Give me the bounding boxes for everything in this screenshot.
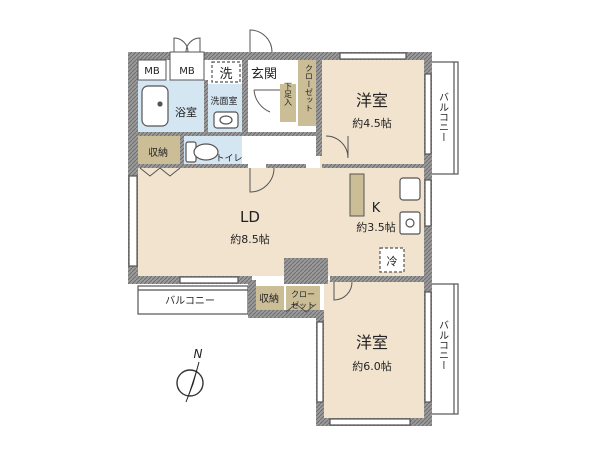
doors	[139, 29, 353, 313]
kitchen-size: 約3.5帖	[356, 220, 396, 234]
washer-space	[211, 61, 241, 83]
sink	[399, 177, 421, 201]
storage-mid-label: 収納	[259, 292, 279, 305]
fridge-label: 冷	[387, 255, 398, 268]
balcony-right-bottom	[429, 283, 459, 415]
toilet-name: トイレ	[215, 154, 242, 164]
balcony-right-bottom-label: バルコニー	[437, 320, 449, 370]
mb-label-2: MB	[179, 66, 195, 77]
western-south-size: 約6.0帖	[352, 359, 392, 373]
bath-name: 浴室	[175, 105, 197, 119]
fridge-space	[379, 247, 405, 273]
western-south-name: 洋室	[356, 333, 388, 352]
shoe-storage-floor	[280, 84, 296, 122]
western-south-floor	[324, 280, 424, 418]
mb-label-1: MB	[144, 66, 160, 77]
balcony-left	[137, 285, 249, 315]
western-north-floor	[320, 60, 424, 168]
closet-north-label: クローゼット	[305, 64, 314, 112]
kitchen-name: K	[372, 201, 381, 216]
washroom-name: 洗面室	[210, 95, 237, 107]
counter	[349, 173, 365, 217]
closet-north-floor	[298, 60, 318, 126]
fixtures	[141, 61, 421, 273]
balcony-left-label: バルコニー	[165, 295, 215, 307]
western-north-name: 洋室	[356, 91, 388, 110]
shoe-storage-label: 下足入	[284, 82, 293, 106]
labels: 洋室 約4.5帖 LD 約8.5帖 K 約3.5帖 洋室 約6.0帖 浴室 洗面…	[144, 64, 448, 373]
storage-left-label: 収納	[148, 146, 168, 159]
entrance-name: 玄関	[251, 67, 277, 82]
storage-mid-floor	[254, 286, 284, 312]
north-label: N	[194, 347, 203, 361]
north-arrow-icon: N	[176, 347, 204, 403]
ld-name: LD	[240, 208, 260, 226]
ld-size: 約8.5帖	[230, 232, 270, 246]
closet-south-label-2: ゼット	[291, 300, 315, 310]
balcony-right-top-label: バルコニー	[437, 92, 449, 142]
closet-south-label-1: クロー	[291, 290, 315, 299]
bathtub	[141, 85, 169, 127]
washer-label: 洗	[219, 67, 232, 82]
windows	[128, 52, 432, 426]
western-north-size: 約4.5帖	[352, 116, 392, 130]
